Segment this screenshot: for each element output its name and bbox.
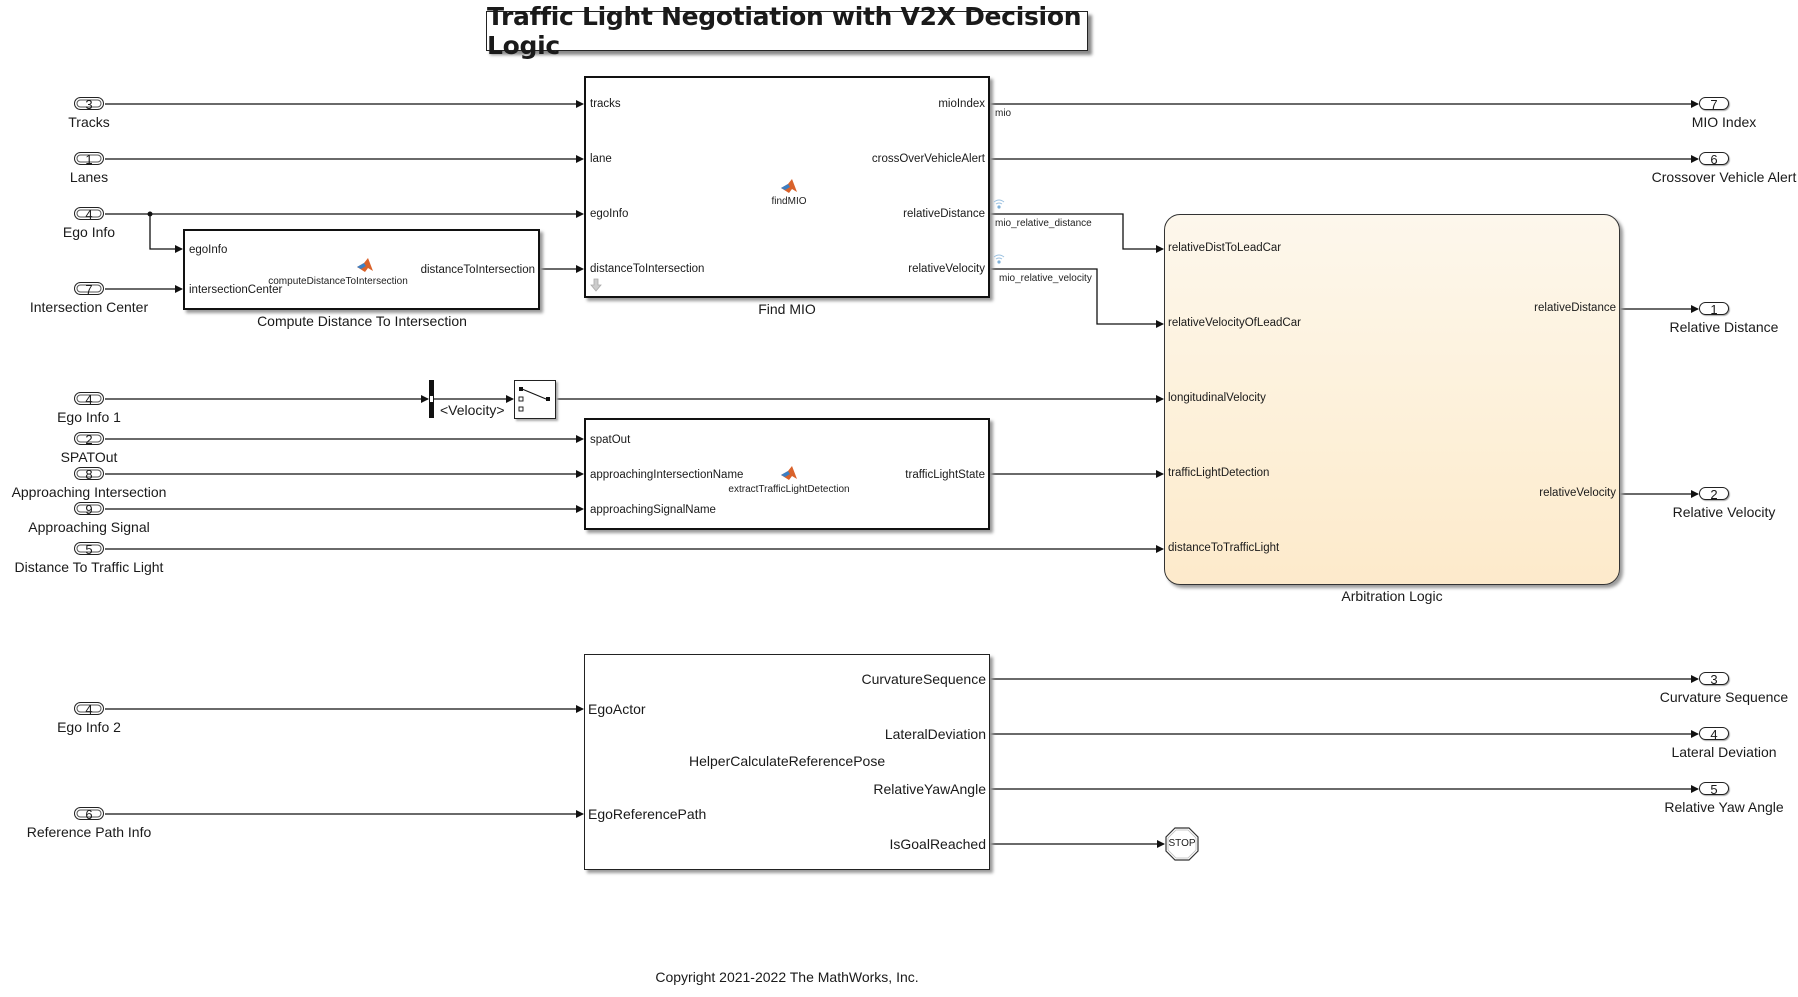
output-pin: CurvatureSequence <box>861 671 986 687</box>
input-pin: tracks <box>590 98 621 110</box>
inport-label: Ego Info 1 <box>57 409 121 425</box>
copyright-notice: Copyright 2021-2022 The MathWorks, Inc. <box>655 969 919 985</box>
input-pin: lane <box>590 153 612 165</box>
reference-pose-block[interactable]: EgoActor EgoReferencePath CurvatureSeque… <box>584 654 990 870</box>
inport-number: 9 <box>74 502 104 516</box>
input-pin: EgoActor <box>588 701 646 717</box>
function-name: extractTrafficLightDetection <box>728 484 850 495</box>
outport-number: 2 <box>1699 487 1729 501</box>
output-pin: RelativeYawAngle <box>873 781 986 797</box>
outport-number: 3 <box>1699 672 1729 686</box>
manual-switch-block[interactable] <box>514 380 556 419</box>
inport-label: Distance To Traffic Light <box>14 559 164 575</box>
outport-label: Crossover Vehicle Alert <box>1651 169 1797 185</box>
inport-number: 8 <box>74 467 104 481</box>
outport-label: Curvature Sequence <box>1659 689 1789 705</box>
output-pin: relativeDistance <box>1534 302 1616 314</box>
inport-number: 7 <box>74 282 104 296</box>
output-pin: relativeVelocity <box>1539 487 1616 499</box>
branch-junction <box>147 211 153 217</box>
output-pin: trafficLightState <box>905 469 985 481</box>
output-pin: LateralDeviation <box>884 726 986 742</box>
down-arrow-icon <box>590 278 602 292</box>
inport-label: Ego Info <box>62 224 116 240</box>
wire-mio-relative-velocity <box>990 268 1164 328</box>
wire-egoinfo-branch <box>149 214 183 253</box>
inport-number: 2 <box>74 432 104 446</box>
outport-number: 1 <box>1699 302 1729 316</box>
inport-number: 6 <box>74 807 104 821</box>
arbitration-logic-chart[interactable]: relativeDistToLeadCar relativeVelocityOf… <box>1164 214 1620 585</box>
switch-icon <box>518 387 550 412</box>
input-pin: egoInfo <box>590 208 629 220</box>
output-pin: relativeDistance <box>903 208 985 220</box>
inport-label: Lanes <box>69 169 109 185</box>
extract-traffic-light-block[interactable]: spatOut approachingIntersectionName appr… <box>584 418 990 530</box>
inport-number: 4 <box>74 392 104 406</box>
bus-selector-mark <box>430 396 433 402</box>
diagram-title: Traffic Light Negotiation with V2X Decis… <box>486 2 1088 60</box>
signal-label-mio-relative-velocity: mio_relative_velocity <box>999 273 1092 284</box>
matlab-function-icon <box>781 179 797 193</box>
input-pin: distanceToIntersection <box>590 263 705 275</box>
stop-sign-icon <box>1165 827 1199 861</box>
inport-label: Approaching Signal <box>28 519 150 535</box>
input-pin: distanceToTrafficLight <box>1168 542 1280 554</box>
inport-label: Tracks <box>68 114 110 130</box>
stop-label: STOP <box>1168 838 1196 849</box>
input-pin: longitudinalVelocity <box>1168 392 1266 404</box>
compute-distance-block[interactable]: egoInfo intersectionCenter distanceToInt… <box>183 229 540 310</box>
arbitration-logic-label: Arbitration Logic <box>1341 588 1443 604</box>
compute-distance-label: Compute Distance To Intersection <box>257 313 467 329</box>
input-pin: egoInfo <box>189 244 228 256</box>
function-name: findMIO <box>771 196 807 207</box>
outport-number: 5 <box>1699 782 1729 796</box>
input-pin: relativeDistToLeadCar <box>1168 242 1282 254</box>
input-pin: relativeVelocityOfLeadCar <box>1168 317 1301 329</box>
signal-label-mio-relative-distance: mio_relative_distance <box>995 218 1092 229</box>
input-pin: EgoReferencePath <box>588 806 707 822</box>
outport-label: Relative Yaw Angle <box>1664 799 1784 815</box>
inport-number: 5 <box>74 542 104 556</box>
matlab-function-icon <box>357 258 373 272</box>
find-mio-label: Find MIO <box>758 301 816 317</box>
signal-label-mio: mio <box>995 108 1012 119</box>
inport-number: 3 <box>74 97 104 111</box>
signal-logging-icon[interactable] <box>993 253 1005 265</box>
outport-label: Relative Velocity <box>1672 504 1776 520</box>
outport-label: Relative Distance <box>1669 319 1779 335</box>
function-name: computeDistanceToIntersection <box>268 276 408 287</box>
function-name: HelperCalculateReferencePose <box>689 753 886 769</box>
outport-label: Lateral Deviation <box>1671 744 1777 760</box>
input-pin: approachingIntersectionName <box>590 469 744 481</box>
inport-number: 4 <box>74 702 104 716</box>
matlab-function-icon <box>781 466 797 480</box>
wire-mio-relative-distance <box>990 213 1164 253</box>
input-pin: approachingSignalName <box>590 504 716 516</box>
inport-label: Approaching Intersection <box>11 484 167 500</box>
inport-label: Ego Info 2 <box>57 719 121 735</box>
outport-number: 4 <box>1699 727 1729 741</box>
output-pin: mioIndex <box>938 98 985 110</box>
output-pin: relativeVelocity <box>908 263 985 275</box>
outport-label: MIO Index <box>1691 114 1757 130</box>
outport-number: 6 <box>1699 152 1729 166</box>
output-pin: crossOverVehicleAlert <box>871 153 985 165</box>
output-pin: distanceToIntersection <box>420 264 535 276</box>
inport-label: Reference Path Info <box>26 824 152 840</box>
inport-number: 1 <box>74 152 104 166</box>
inport-label: Intersection Center <box>29 299 149 315</box>
outport-number: 7 <box>1699 97 1729 111</box>
input-pin: trafficLightDetection <box>1168 467 1270 479</box>
inport-number: 4 <box>74 207 104 221</box>
output-pin: IsGoalReached <box>889 836 986 852</box>
find-mio-block[interactable]: tracks lane egoInfo distanceToIntersecti… <box>584 76 990 298</box>
signal-logging-icon[interactable] <box>993 198 1005 210</box>
inport-label: SPATOut <box>60 449 118 465</box>
bus-selector-signal: <Velocity> <box>440 402 505 418</box>
input-pin: spatOut <box>590 434 631 446</box>
input-pin: intersectionCenter <box>189 284 283 296</box>
